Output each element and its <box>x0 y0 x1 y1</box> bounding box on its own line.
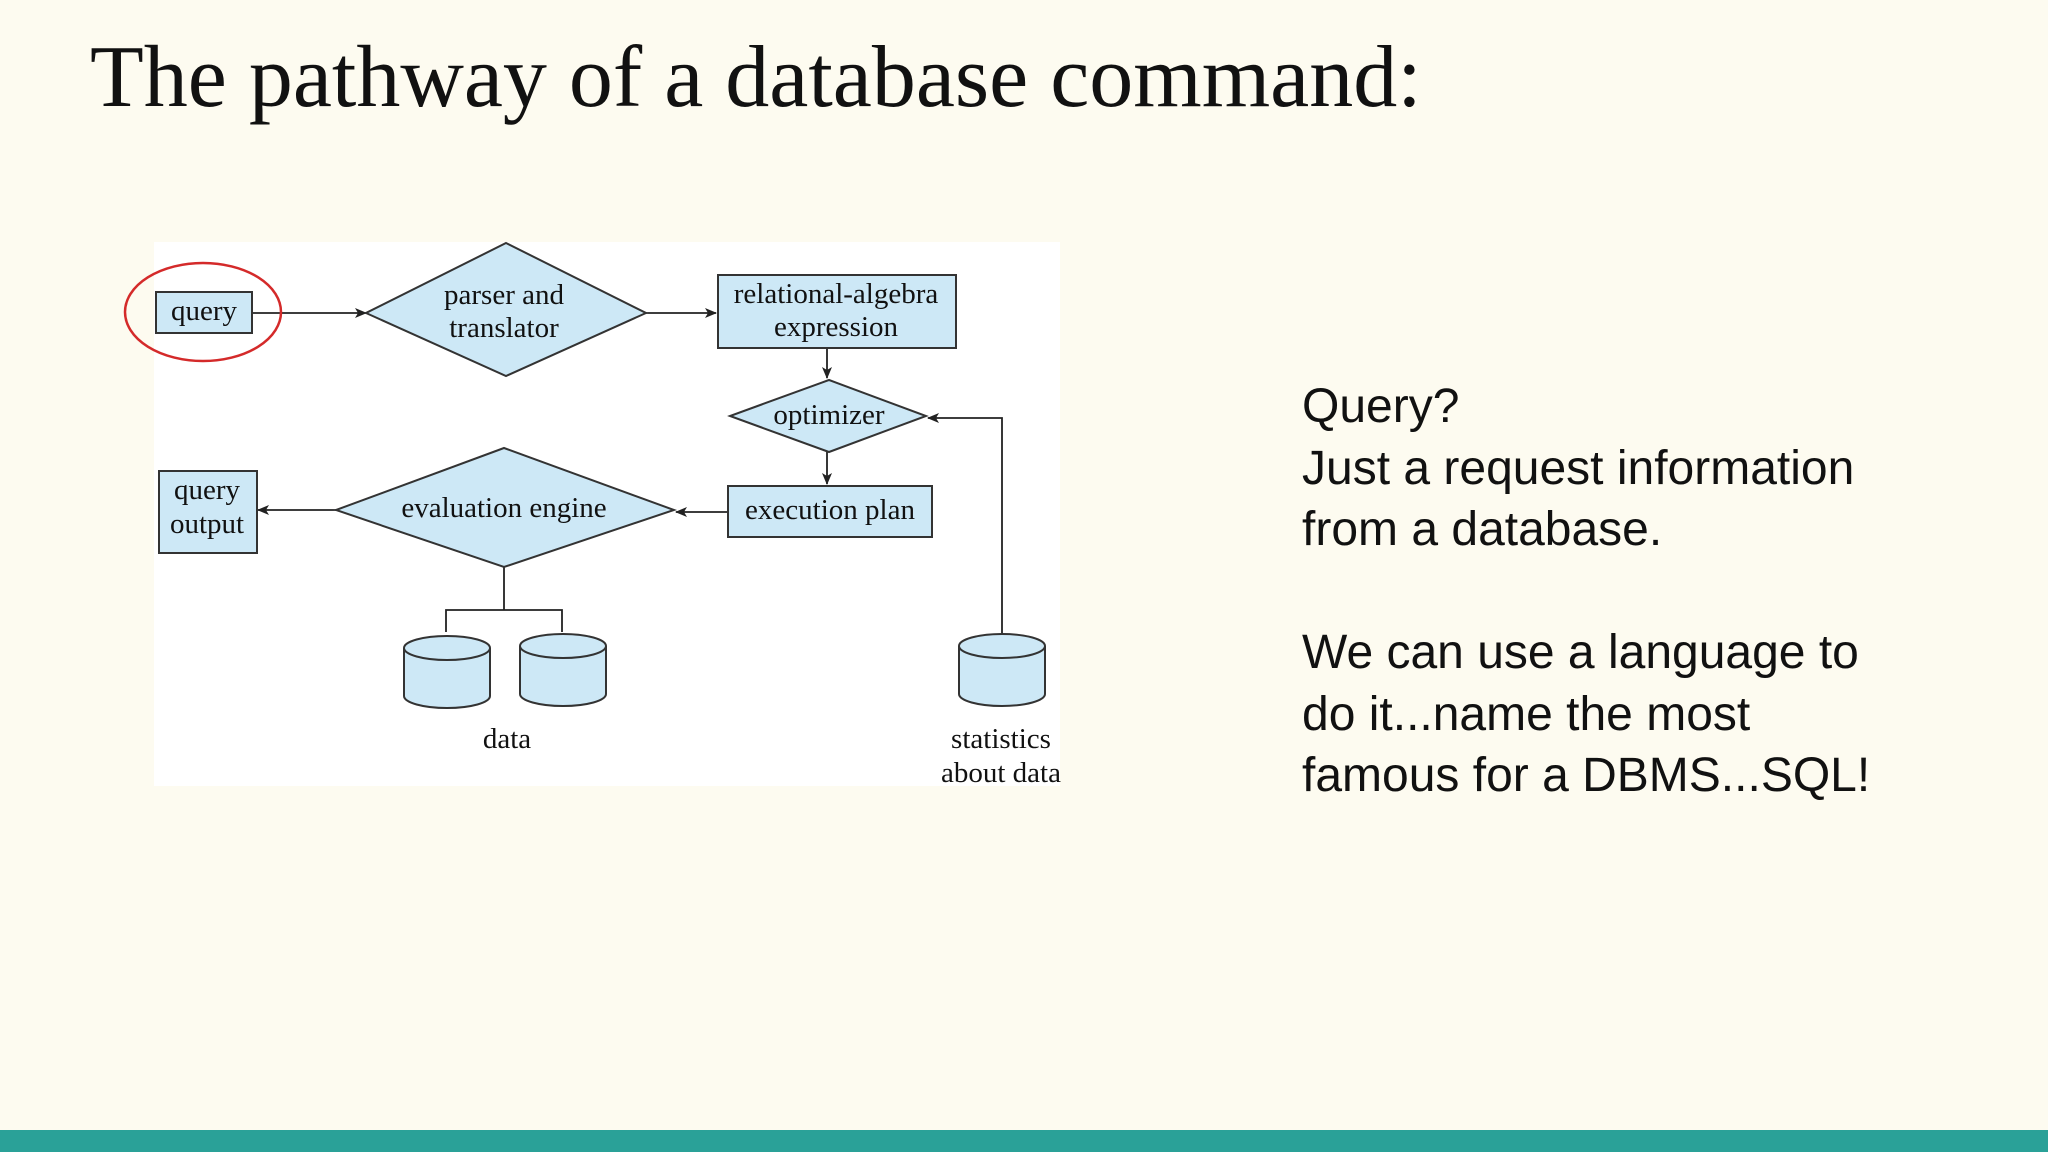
optimizer-node <box>727 378 929 454</box>
explanation-line-6: famous for a DBMS...SQL! <box>1302 749 1871 802</box>
query-highlight-circle <box>123 261 283 363</box>
data-cylinder-1 <box>403 635 491 709</box>
edge-statistics-to-optimizer <box>927 413 1003 633</box>
optimizer-label: optimizer <box>773 399 884 431</box>
edge-engine-to-data <box>445 567 563 632</box>
statistics-label-line2: about data <box>941 757 1061 789</box>
explanation-line-2: Just a request information <box>1302 441 1855 495</box>
rae-label-line2: expression <box>774 311 899 343</box>
query-node <box>155 291 253 334</box>
query-output-label-line2: output <box>170 508 244 540</box>
query-output-node <box>158 470 258 554</box>
explanation-line-4: We can use a language to <box>1302 626 1859 679</box>
explanation-line-3: from a database. <box>1302 503 1663 556</box>
evaluation-engine-label: evaluation engine <box>401 492 606 524</box>
parser-label-line1: parser and <box>444 279 564 311</box>
execution-plan-node <box>727 485 933 538</box>
data-label: data <box>483 723 531 755</box>
query-output-label-line1: query <box>174 474 241 506</box>
data-cylinder-2 <box>519 633 607 707</box>
footer-accent-bar <box>0 1130 2048 1152</box>
execution-plan-label: execution plan <box>745 494 915 526</box>
explanation-line-1: Query? <box>1302 380 1460 433</box>
parser-translator-node <box>363 241 649 378</box>
evaluation-engine-node <box>333 446 678 569</box>
statistics-label-line1: statistics <box>951 723 1051 755</box>
relational-algebra-node <box>717 274 957 349</box>
parser-label-line2: translator <box>449 312 559 344</box>
query-label: query <box>171 295 238 327</box>
explanation-text: Query? Just a request information from a… <box>1302 376 2002 807</box>
rae-label-line1: relational-algebra <box>734 278 939 310</box>
explanation-line-5: do it...name the most <box>1302 687 1751 741</box>
statistics-cylinder <box>958 633 1046 707</box>
slide-title: The pathway of a database command: <box>90 29 1422 126</box>
paragraph-gap <box>1302 561 2002 623</box>
